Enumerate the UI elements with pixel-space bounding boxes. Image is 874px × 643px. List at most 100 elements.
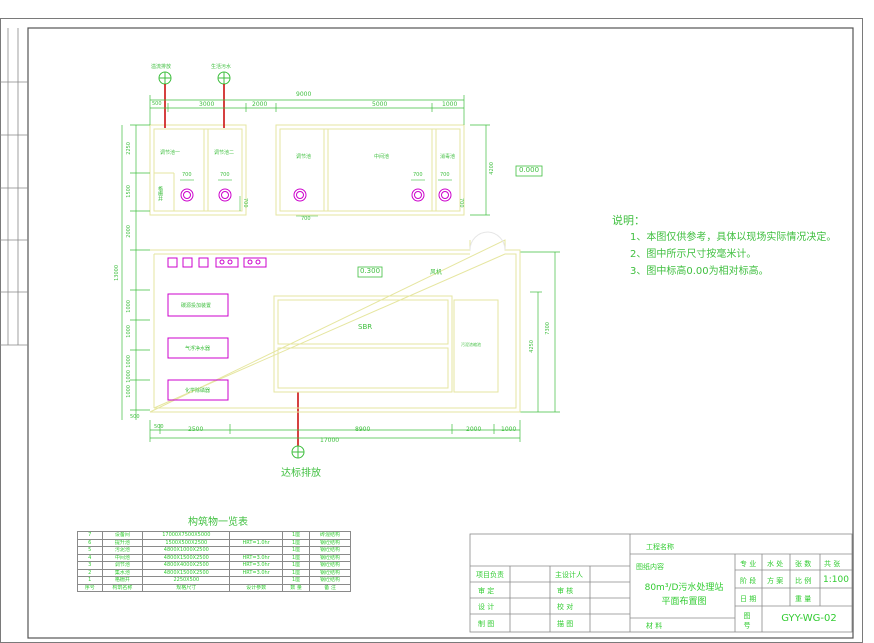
tb-right-1a: 专 业 xyxy=(740,560,757,568)
top-dim-seg-4: 1000 xyxy=(442,101,458,108)
tank-label-grit: 格栅井 xyxy=(157,186,163,201)
equipment-box-2-label: 气浮净水器 xyxy=(185,346,211,352)
left-dim-2: 1500 xyxy=(126,185,132,198)
top-dim-seg-3: 5000 xyxy=(372,101,388,108)
top-dim-seg-2: 2000 xyxy=(252,101,268,108)
bottom-dimension xyxy=(149,420,521,442)
left-dim-3: 2000 xyxy=(126,225,132,238)
left-dim-9: 1000 xyxy=(126,370,132,383)
red-pipes xyxy=(164,84,299,446)
pump-dim-c: 700 xyxy=(413,172,423,178)
drawing-frame xyxy=(27,27,854,639)
tb-right-1b: 水 处 xyxy=(767,560,784,568)
bottom-dim-total: 17000 xyxy=(320,437,340,444)
drawing-name-line1: 80m³/D污水处理站 xyxy=(644,583,724,593)
room-label: 风机 xyxy=(430,269,443,276)
tb-right-2d: 1:100 xyxy=(823,575,849,585)
tank-label-1: 调节池一 xyxy=(160,150,181,156)
bottom-dim-seg-3: 8900 xyxy=(355,426,371,433)
notes-item-1: 1、本图仅供参考，具体以现场实际情况决定。 xyxy=(630,232,837,243)
right-dim-2: 7300 xyxy=(545,322,551,335)
left-dim-1: 2250 xyxy=(126,142,132,155)
top-dimension xyxy=(149,95,465,125)
bottom-dim-seg-4: 2000 xyxy=(466,426,482,433)
tb-left-2b: 审 核 xyxy=(557,587,574,595)
left-dim-4: 13000 xyxy=(114,265,120,281)
upper-tank-block-right xyxy=(275,124,465,216)
right-dimension xyxy=(470,124,560,413)
top-dim-seg-1: 3000 xyxy=(199,101,215,108)
drawing-content-label: 图纸内容 xyxy=(636,563,664,571)
upper-tank-block-left xyxy=(149,124,247,216)
left-dim-7: 1000 xyxy=(126,355,132,368)
equipment-boxes xyxy=(167,257,267,401)
outlet-label-left: 溢流排放 xyxy=(151,64,172,70)
project-label: 工程名称 xyxy=(646,543,674,551)
pump-dim-marks xyxy=(180,179,452,217)
pump-dim-b: 700 xyxy=(220,172,230,178)
tank-label-5: 消毒池 xyxy=(440,154,456,160)
tb-left-4b: 描 图 xyxy=(557,620,574,628)
elevation-box-room xyxy=(357,266,383,278)
upper-pumps xyxy=(180,188,452,202)
pump-dim-d: 700 xyxy=(440,172,450,178)
tb-left-3a: 设 计 xyxy=(478,603,495,611)
tb-right-1c: 张 数 xyxy=(795,560,812,568)
drawing-no: GYY-WG-02 xyxy=(781,613,837,624)
tb-left-4a: 制 图 xyxy=(478,620,495,628)
sludge-label: 污泥浓缩池 xyxy=(461,342,481,347)
equipment-room xyxy=(149,231,521,413)
tb-left-1a: 项目负责 xyxy=(476,571,504,579)
tb-right-2c: 比 例 xyxy=(795,577,812,585)
drawing-no-label: 图 号 xyxy=(743,612,751,629)
tb-right-1d: 共 张 xyxy=(824,560,841,568)
left-dim-6: 1000 xyxy=(126,325,132,338)
tb-left-2a: 审 定 xyxy=(478,587,495,595)
tb-right-2a: 阶 段 xyxy=(740,577,757,585)
tank-label-2: 调节池二 xyxy=(214,150,235,156)
elevation-upper: 0.000 xyxy=(519,166,540,174)
top-dim-total: 9000 xyxy=(296,91,312,98)
pump-dim-g: 700 xyxy=(458,198,464,208)
outlet-label-right: 生活污水 xyxy=(211,64,232,70)
sbr-label: SBR xyxy=(358,323,373,331)
elevation-box-upper xyxy=(515,165,543,177)
pump-dim-e: 700 xyxy=(301,216,311,222)
notes-item-2: 2、图中所示尺寸按毫米计。 xyxy=(630,249,757,260)
top-dim-left-small: 500 xyxy=(152,101,162,107)
pump-dim-f: 700 xyxy=(242,198,248,208)
equipment-box-1-label: 碳源投加装置 xyxy=(181,303,212,309)
tank-label-3: 调节池 xyxy=(296,154,312,160)
outlet-symbols-top xyxy=(158,71,231,85)
tb-right-3a: 日 期 xyxy=(740,595,757,603)
right-dim-1: 4200 xyxy=(489,162,495,175)
material-label: 材 料 xyxy=(646,622,663,630)
structure-table-title: 构筑物一览表 xyxy=(188,517,248,528)
tb-right-2b: 方 案 xyxy=(767,577,784,585)
table-header-row: 序号构筑名称规格尺寸设计参数数 量备 注 xyxy=(77,583,351,592)
bottom-dim-seg-2: 2500 xyxy=(188,426,204,433)
title-block-lines xyxy=(469,533,853,633)
left-strip xyxy=(0,28,28,346)
left-dim-8: 1000 xyxy=(126,385,132,398)
bottom-dim-seg-5: 1000 xyxy=(501,426,517,433)
pump-dim-a: 700 xyxy=(182,172,192,178)
drawing-name-line2: 平面布置图 xyxy=(661,597,707,607)
notes-title: 说明： xyxy=(612,214,645,227)
left-dim-5: 1000 xyxy=(126,300,132,313)
right-dim-3: 4250 xyxy=(529,340,535,353)
left-dim-10: 500 xyxy=(130,414,140,420)
outlet-symbol-bottom xyxy=(291,445,305,459)
equipment-box-3-label: 化学除磷器 xyxy=(185,388,211,394)
tb-left-1b: 主设计人 xyxy=(555,571,583,579)
tank-label-4: 中间池 xyxy=(374,154,390,160)
